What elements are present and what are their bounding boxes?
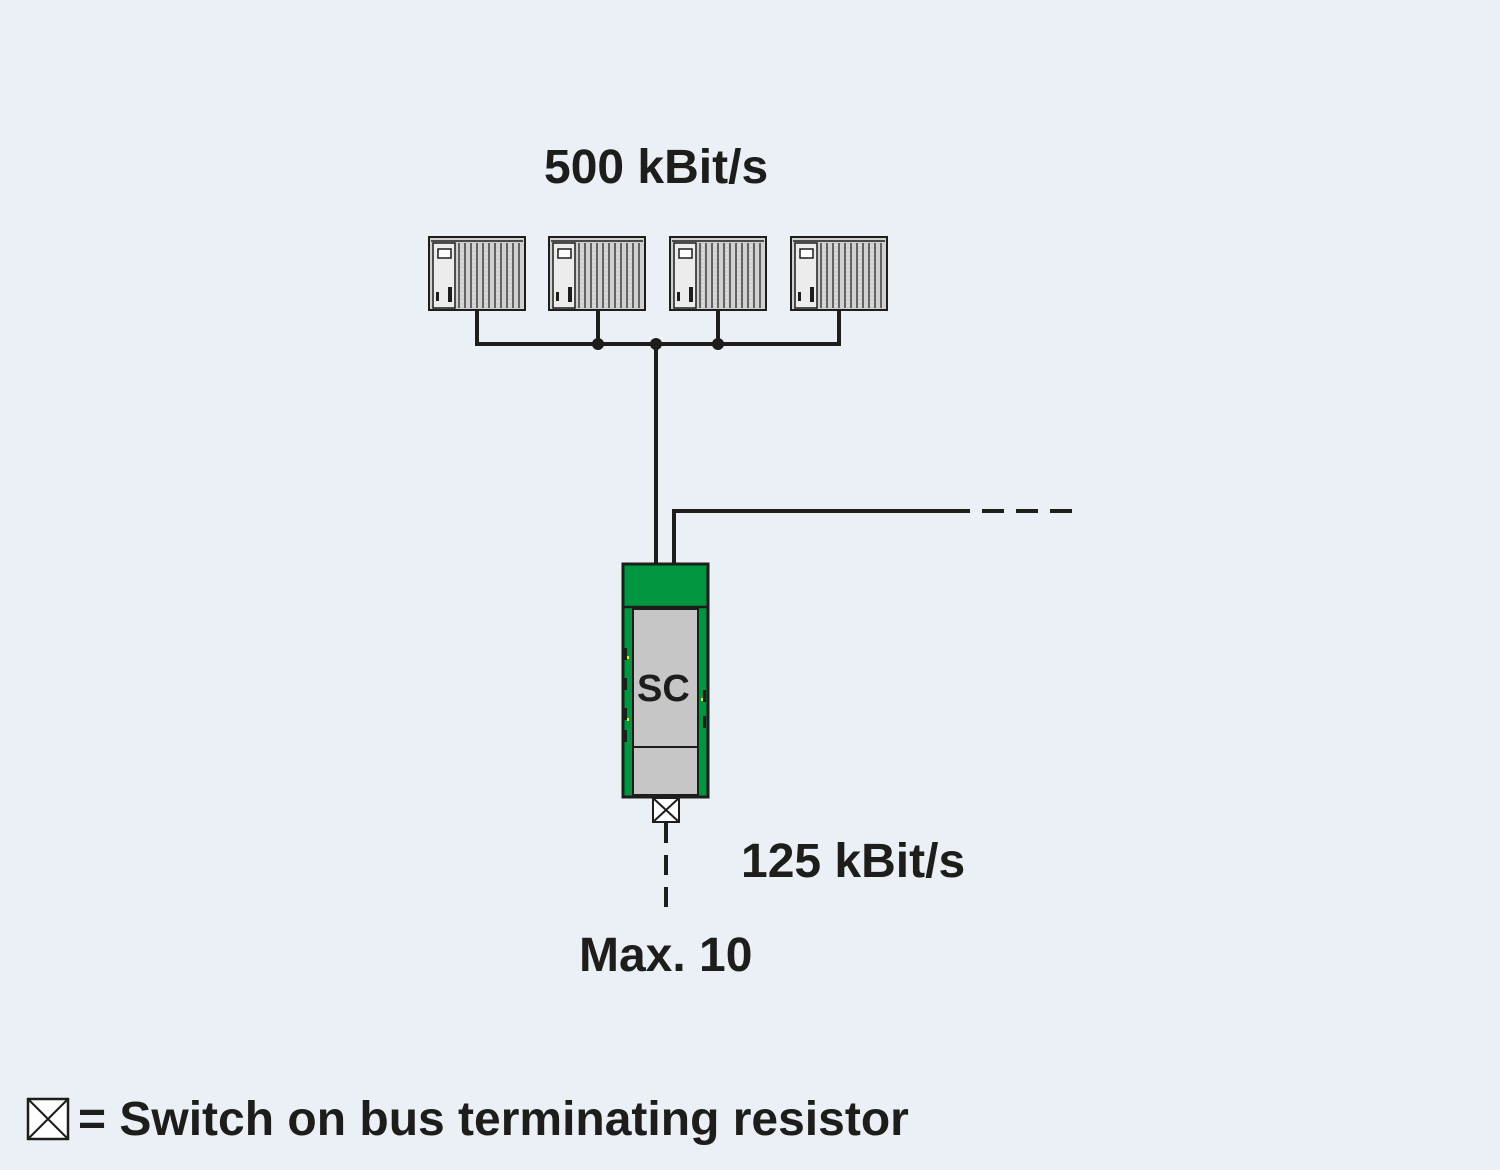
plc-controller-icon bbox=[669, 236, 767, 311]
legend: = Switch on bus terminating resistor bbox=[26, 1093, 909, 1146]
terminating-switch-legend-icon bbox=[26, 1097, 70, 1141]
lower-bus-speed-label: 125 kBit/s bbox=[741, 835, 966, 888]
plc-controller-icon bbox=[428, 236, 526, 311]
bus-junction-dots bbox=[592, 338, 724, 350]
segment-coupler-icon bbox=[621, 562, 710, 799]
branch-line bbox=[672, 509, 1072, 566]
plc-controller-icon bbox=[548, 236, 646, 311]
max-devices-label: Max. 10 bbox=[579, 929, 753, 982]
bus-terminating-resistor-icon bbox=[652, 797, 680, 823]
plc-controller-icon bbox=[790, 236, 888, 311]
legend-text: = Switch on bus terminating resistor bbox=[78, 1092, 909, 1146]
top-bus-speed-label: 500 kBit/s bbox=[544, 141, 769, 194]
module-label: SC bbox=[637, 668, 690, 710]
